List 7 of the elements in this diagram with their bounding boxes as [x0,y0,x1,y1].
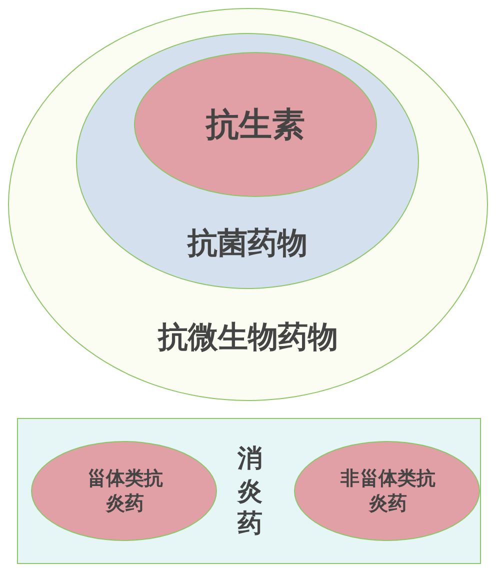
region-label: 非甾体类抗炎药 [340,466,436,516]
region-label: 抗生素 [204,103,306,146]
region-label: 消炎药 [236,442,264,540]
region-label: 抗菌药物 [186,225,308,263]
category-box [17,418,481,564]
region-label: 抗微生物药物 [156,319,339,357]
region-label: 甾体类抗炎药 [86,466,164,516]
